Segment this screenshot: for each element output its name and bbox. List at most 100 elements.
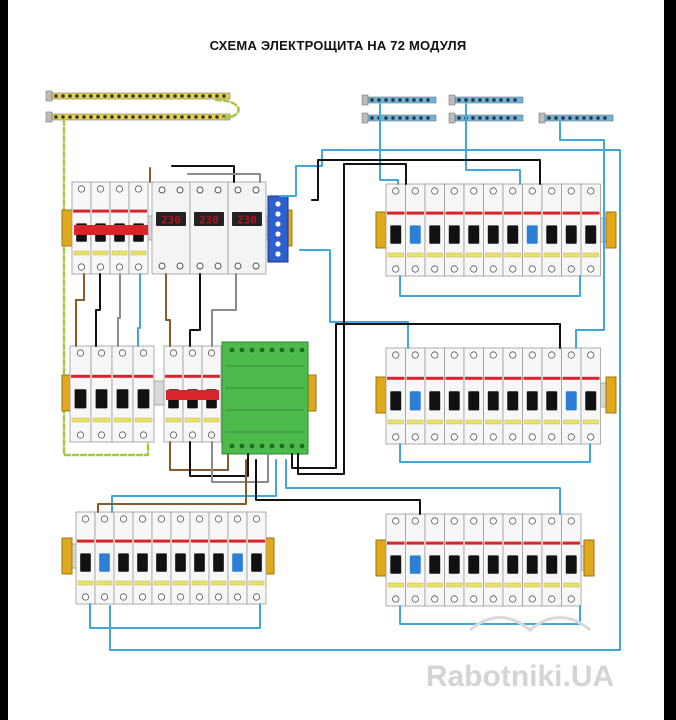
breaker-module [385,513,406,607]
breaker-module [522,347,543,445]
neutral-busbar-1 [361,94,437,106]
busbar-screw [471,98,475,102]
terminal-screw [157,515,166,523]
terminal-screw [431,433,439,441]
phase-to-middle-right [291,323,561,469]
distribution-block-body [221,341,309,455]
spd-l3-wire [117,273,121,347]
breaker-module [463,513,484,607]
terminal-screw [509,595,517,603]
neutral-busbar-5 [538,112,614,124]
busbar-screw [208,115,212,119]
label-strip [92,417,111,423]
terminal-screw [548,265,556,273]
rcd-lever [526,225,538,244]
outgoing-loop-top-right [399,275,581,297]
terminal-screw [450,517,458,525]
breaker-module [113,511,134,605]
breaker-row-middle-right [385,347,601,445]
breaker-lever [468,225,480,244]
label-strip [426,252,443,258]
breaker-module [424,513,445,607]
busbar-screw [377,98,381,102]
brand-stripe [229,539,246,543]
ground-main-wire [62,118,150,457]
breaker-lever [526,391,538,411]
terminal-screw [431,351,439,359]
rcd-lever [409,555,421,574]
terminal-screw [81,515,90,523]
terminal-screw [97,431,106,439]
terminal-screw [138,593,147,601]
terminal-screw [239,347,245,353]
terminal-screw [567,265,575,273]
terminal-screw [509,187,517,195]
brand-stripe [248,539,265,543]
terminal-screw [431,265,439,273]
brand-stripe [582,376,600,380]
busbar-screw [547,116,551,120]
busbar-screw [457,98,461,102]
ground-busbar-lower [45,111,231,123]
busbar-screw [110,94,114,98]
rcd-lever [409,391,421,411]
three-pole-breaker [163,345,222,443]
busbar-screw [513,98,517,102]
brand-stripe [203,374,220,378]
busbar-screw [75,115,79,119]
brand-stripe [165,374,182,378]
busbar-screw [61,94,65,98]
terminal-screw [269,443,275,449]
breaker-module [522,513,543,607]
busbar-screw [82,115,86,119]
terminal-screw [289,443,295,449]
terminal-screw [528,595,536,603]
distribution-block [221,341,309,455]
label-strip [92,250,109,256]
busbar-screw [391,98,395,102]
busbar-screw [173,115,177,119]
terminal-screw [275,221,281,227]
terminal-screw [269,347,275,353]
busbar-holder [45,111,53,123]
breaker-module [90,345,113,443]
terminal-screw [118,431,127,439]
breaker-module [483,347,504,445]
terminal-screw [450,433,458,441]
label-strip [165,417,182,423]
breaker-lever [507,225,519,244]
busbar-screw [68,94,72,98]
terminal-screw [76,349,85,357]
left-edge-bar [0,0,8,720]
terminal-screw [489,351,497,359]
breaker-lever [546,555,558,574]
label-strip [134,417,153,423]
terminal-screw [489,517,497,525]
voltage-relay [189,181,229,275]
breaker-lever [487,225,499,244]
busbar-screw [159,115,163,119]
label-strip [465,419,482,425]
breaker-module [424,347,445,445]
relay-l2-out [189,273,201,347]
breaker-lever [468,391,480,411]
voltage-display-frame [156,212,186,226]
terminal-screw [275,211,281,217]
watermark-text: Rabotniki.UA [426,660,614,693]
brand-stripe [562,376,580,380]
breaker-row-bottom-left [75,511,267,605]
busbar-screw [187,94,191,98]
label-strip [130,250,147,256]
voltage-relay [227,181,267,275]
brand-stripe [484,541,502,545]
terminal-screw [214,515,223,523]
terminal-screw [100,515,109,523]
rcd-module [405,513,426,607]
rcd-lever [409,225,421,244]
terminal-screw [411,265,419,273]
terminal-screw [470,517,478,525]
terminal-screw [176,262,184,270]
dist-l1-wire [169,441,229,471]
